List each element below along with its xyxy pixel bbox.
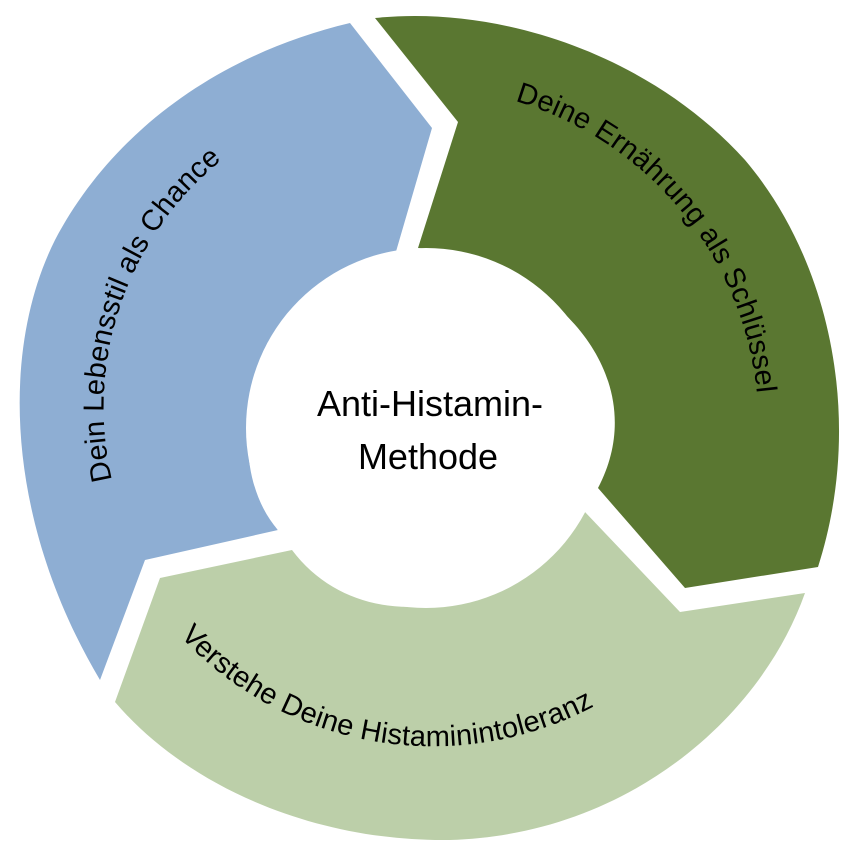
center-circle	[246, 248, 606, 608]
segment-verstehe	[115, 512, 805, 841]
segment-ernaehrung	[375, 15, 840, 588]
center-title-line1: Anti-Histamin-	[317, 383, 543, 424]
center-title-line2: Methode	[358, 436, 498, 477]
segment-lebensstil	[19, 23, 433, 680]
